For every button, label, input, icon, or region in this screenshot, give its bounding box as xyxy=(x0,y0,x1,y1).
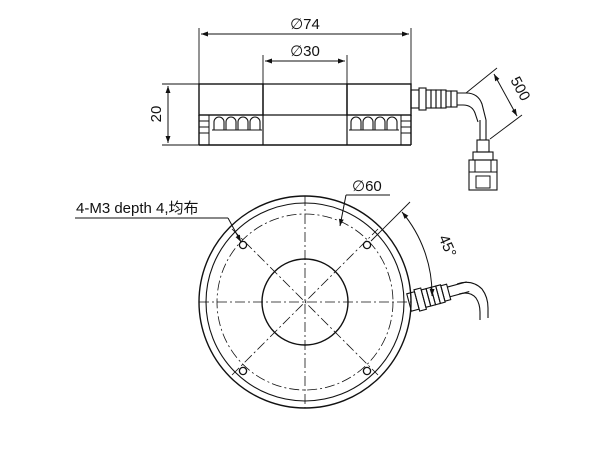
cable-length-label: 500 xyxy=(507,74,534,104)
hole-top-right xyxy=(362,240,372,250)
cable-gland-side xyxy=(410,87,458,111)
section-view: ∅74 ∅30 20 500 xyxy=(148,16,534,191)
leader-bolt-circle: ∅60 xyxy=(338,178,390,227)
center-bore xyxy=(261,258,349,346)
dim-inner-diameter: ∅30 xyxy=(262,43,348,84)
outer-ring xyxy=(198,195,412,409)
dim-height: 20 xyxy=(148,83,199,146)
cable-gland-plan xyxy=(406,281,470,312)
dim-cable-length: 500 xyxy=(465,67,534,140)
inner-ring xyxy=(205,202,405,402)
height-label: 20 xyxy=(148,106,165,123)
connector xyxy=(468,139,498,191)
cable-side xyxy=(457,92,487,140)
cable-plan xyxy=(456,281,489,320)
dim-outer-diameter: ∅74 xyxy=(198,16,412,84)
hole-top-left xyxy=(238,240,248,250)
led-row-right xyxy=(349,116,399,131)
dim-angle: 45° xyxy=(370,201,460,297)
body-section-right xyxy=(346,83,412,116)
plan-view: 4-M3 depth 4,均布 ∅60 45° xyxy=(75,178,489,409)
inner-diameter-label: ∅30 xyxy=(290,43,320,60)
bolt-circle-label: ∅60 xyxy=(352,178,382,195)
led-row-left xyxy=(212,116,262,131)
leader-hole-spec: 4-M3 depth 4,均布 xyxy=(75,200,242,243)
angle-label: 45° xyxy=(435,232,460,260)
hole-bottom-right xyxy=(362,366,372,376)
hole-bottom-left xyxy=(238,366,248,376)
mounting-holes xyxy=(238,240,372,376)
housing-lower xyxy=(198,115,412,146)
center-lines xyxy=(199,196,411,408)
hole-spec-label: 4-M3 depth 4,均布 xyxy=(76,200,199,217)
outer-diameter-label: ∅74 xyxy=(290,16,320,33)
body-section-left xyxy=(198,83,264,116)
